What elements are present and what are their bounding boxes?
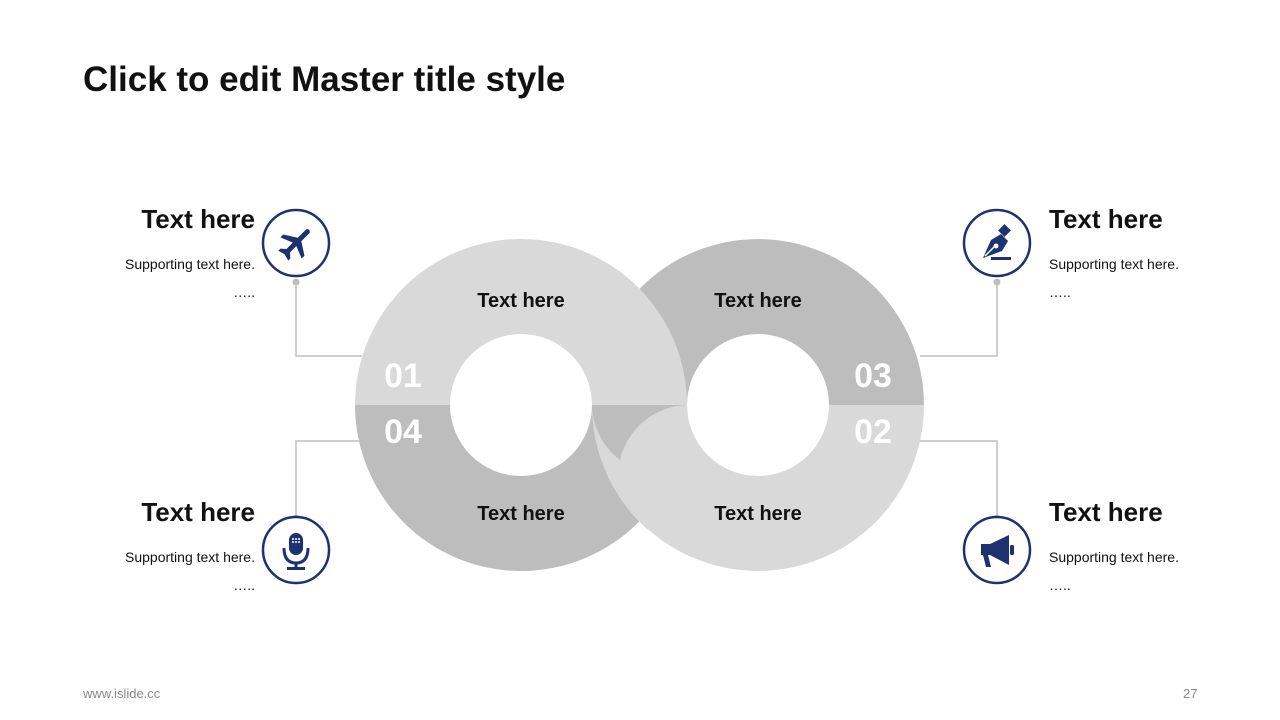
number-02: 02 [854,413,892,451]
item-dots: ….. [1049,577,1071,593]
ring-label-top-left: Text here [477,290,564,312]
item-supporting-text: Supporting text here. [1049,549,1179,565]
page-number: 27 [1183,686,1198,701]
ring-overlap-weave [591,405,688,530]
connector-bottom-right [920,440,998,518]
item-supporting-text: Supporting text here. [125,549,255,565]
connector-top-right [920,282,998,357]
number-04: 04 [384,413,422,451]
icon-badge-bottom-right [962,515,1032,585]
airplane-icon [278,229,310,261]
number-03: 03 [854,357,892,395]
item-heading-bottom-right: Text here [1049,497,1163,527]
icon-badge-top-left [261,208,331,278]
icon-badge-top-right [962,208,1032,278]
item-heading-top-left: Text here [141,204,255,234]
item-body-top-left: Supporting text here. ….. [125,250,255,306]
footer-url: www.islide.cc [83,686,161,701]
ring-label-bottom-right: Text here [714,503,801,525]
item-supporting-text: Supporting text here. [125,256,255,272]
item-heading-bottom-left: Text here [141,497,255,527]
microphone-icon [282,533,310,570]
connector-top-left [295,282,362,357]
ring-label-top-right: Text here [714,290,801,312]
ring-label-bottom-left: Text here [477,503,564,525]
item-body-bottom-left: Supporting text here. ….. [125,543,255,599]
slide-title: Click to edit Master title style [83,60,566,99]
connector-lines [295,282,998,518]
ring-segment-top-left [355,239,687,405]
item-dots: ….. [233,284,255,300]
item-supporting-text: Supporting text here. [1049,256,1179,272]
icon-badge-bottom-left [261,515,331,585]
item-body-bottom-right: Supporting text here. ….. [1049,543,1179,599]
item-dots: ….. [1049,284,1071,300]
number-01: 01 [384,357,422,395]
item-body-top-right: Supporting text here. ….. [1049,250,1179,306]
connector-bottom-left [295,440,362,518]
item-dots: ….. [233,577,255,593]
item-heading-top-right: Text here [1049,204,1163,234]
megaphone-icon [981,535,1014,567]
